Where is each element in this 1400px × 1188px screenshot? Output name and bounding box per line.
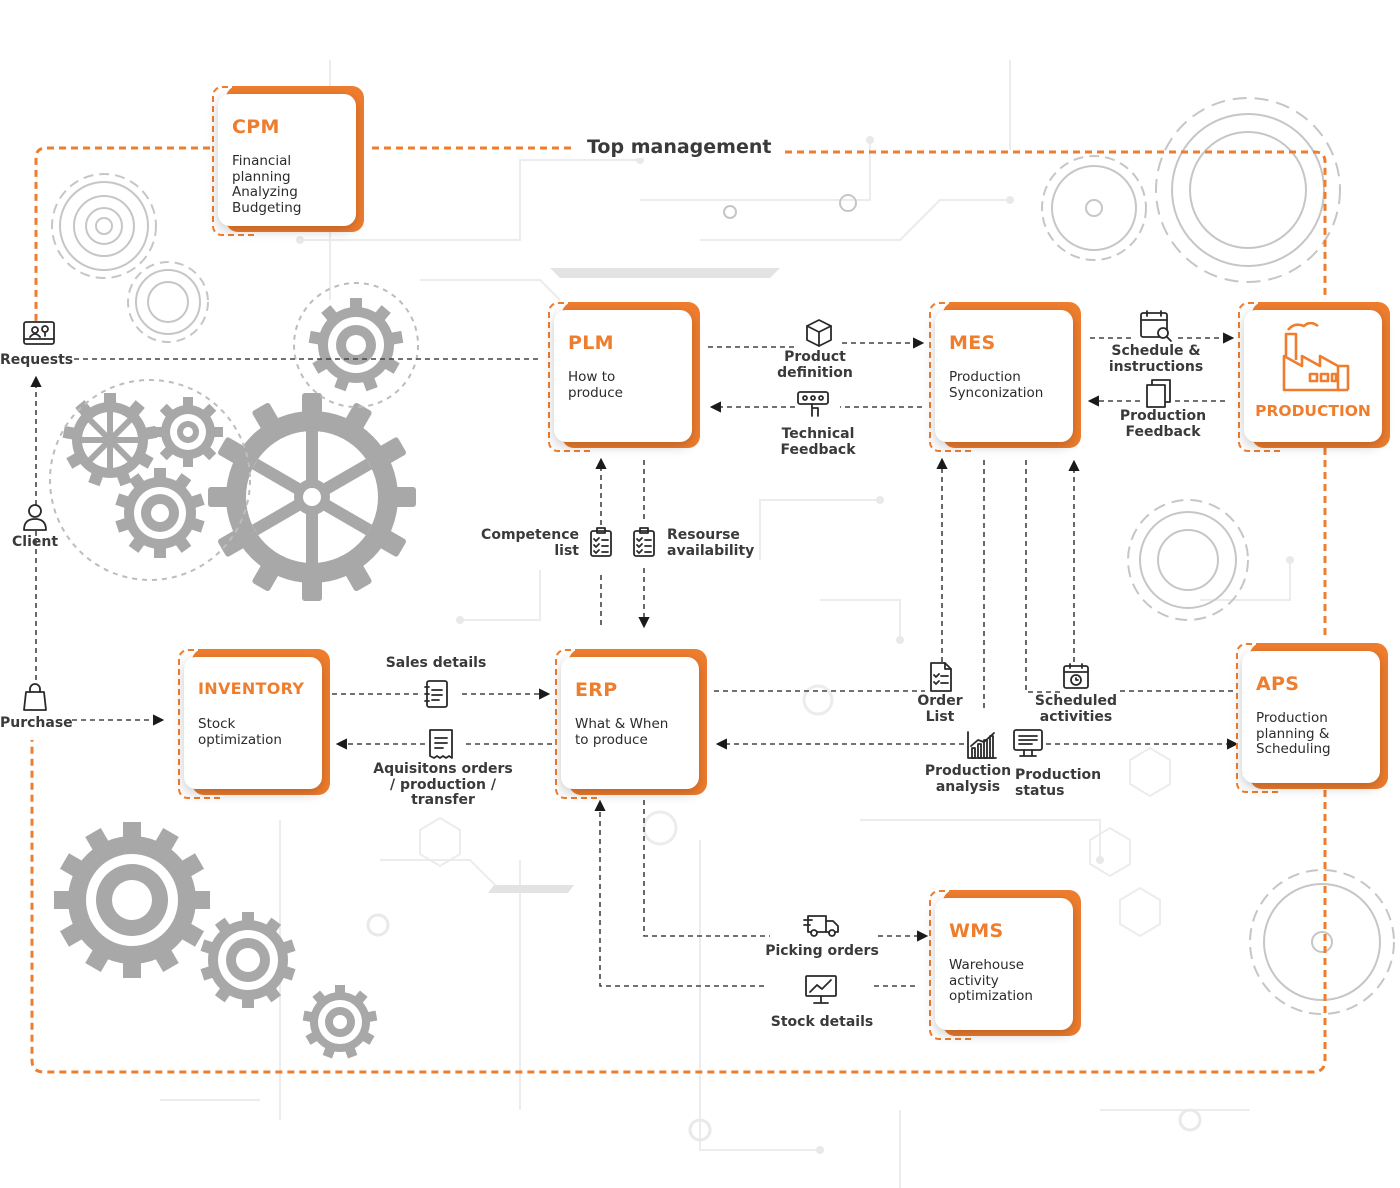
competence-checklist-icon — [590, 527, 612, 557]
cpm-description: Financial planning Analyzing Budgeting — [232, 153, 302, 216]
purchase-label: Purchase — [0, 715, 73, 731]
inventory-module[interactable]: INVENTORY Stock optimization — [178, 649, 330, 799]
erp-description: What & When to produce — [575, 716, 669, 748]
feedback-rating-icon — [797, 391, 829, 417]
inventory-title: INVENTORY — [198, 679, 305, 698]
aps-module[interactable]: APS Production planning & Scheduling — [1236, 643, 1388, 793]
production-title: PRODUCTION — [1255, 402, 1371, 420]
inventory-description: Stock optimization — [198, 716, 282, 748]
purchase-bag-icon — [23, 683, 47, 711]
aps-title: APS — [1256, 673, 1300, 695]
documents-icon — [1146, 379, 1171, 408]
receipt-icon — [429, 729, 453, 759]
competence-list-label: Competence list — [481, 527, 579, 559]
plm-title: PLM — [568, 332, 614, 354]
sales-details-label: Sales details — [385, 655, 487, 671]
wms-module[interactable]: WMS Warehouse activity optimization — [929, 890, 1081, 1040]
order-list-icon — [930, 662, 952, 692]
technical-feedback-label: Technical Feedback — [780, 426, 856, 458]
outline-gears — [51, 97, 1395, 1015]
requests-label: Requests — [0, 352, 74, 368]
production-status-label: Production status — [1015, 767, 1102, 799]
analysis-chart-icon — [967, 731, 997, 759]
resourse-availability-label: Resourse availability — [667, 527, 755, 559]
gear-cluster-bottom-left — [54, 822, 378, 1059]
resource-checklist-icon — [633, 527, 655, 557]
gear-cluster-left — [62, 298, 416, 601]
wms-description: Warehouse activity optimization — [949, 957, 1033, 1004]
aquisitions-orders-label: Aquisitons orders / production / transfe… — [373, 761, 513, 808]
schedule-calendar-icon — [1140, 310, 1172, 342]
top-management-title: Top management — [577, 136, 782, 158]
product-definition-label: Product definition — [777, 349, 853, 381]
hexagons — [419, 746, 1171, 938]
delivery-truck-icon — [803, 915, 839, 937]
production-analysis-label: Production analysis — [924, 763, 1012, 795]
mes-title: MES — [949, 332, 996, 354]
scheduled-calendar-icon — [1063, 663, 1089, 689]
aps-description: Production planning & Scheduling — [1256, 710, 1331, 757]
plm-module[interactable]: PLM How to produce — [548, 302, 700, 452]
cpm-module[interactable]: CPM Financial planning Analyzing Budgeti… — [212, 86, 364, 236]
plm-description: How to produce — [568, 369, 623, 401]
production-feedback-label: Production Feedback — [1119, 408, 1207, 440]
erp-module[interactable]: ERP What & When to produce — [555, 649, 707, 799]
client-icon — [23, 504, 47, 531]
mes-module[interactable]: MES Production Synconization — [929, 302, 1081, 452]
dashed-gear-rings — [49, 282, 419, 581]
stock-details-label: Stock details — [770, 1014, 874, 1030]
flow-lines — [30, 332, 1239, 987]
product-box-icon — [806, 319, 832, 347]
scheduled-activities-label: Scheduled activities — [1034, 693, 1118, 725]
factory-icon — [1282, 322, 1350, 392]
sales-notebook-icon — [424, 680, 448, 708]
production-module[interactable]: PRODUCTION — [1238, 302, 1390, 452]
stock-presentation-icon — [805, 975, 837, 1004]
client-label: Client — [12, 534, 59, 550]
picking-orders-label: Picking orders — [765, 943, 879, 959]
wms-title: WMS — [949, 920, 1004, 942]
order-list-label: Order List — [917, 693, 963, 725]
erp-title: ERP — [575, 679, 618, 701]
schedule-instructions-label: Schedule & instructions — [1108, 343, 1204, 375]
status-monitor-icon — [1013, 729, 1043, 757]
top-management-loop — [30, 146, 1327, 1074]
mes-description: Production Synconization — [949, 369, 1044, 401]
requests-icon — [23, 321, 55, 345]
cpm-title: CPM — [232, 116, 280, 138]
